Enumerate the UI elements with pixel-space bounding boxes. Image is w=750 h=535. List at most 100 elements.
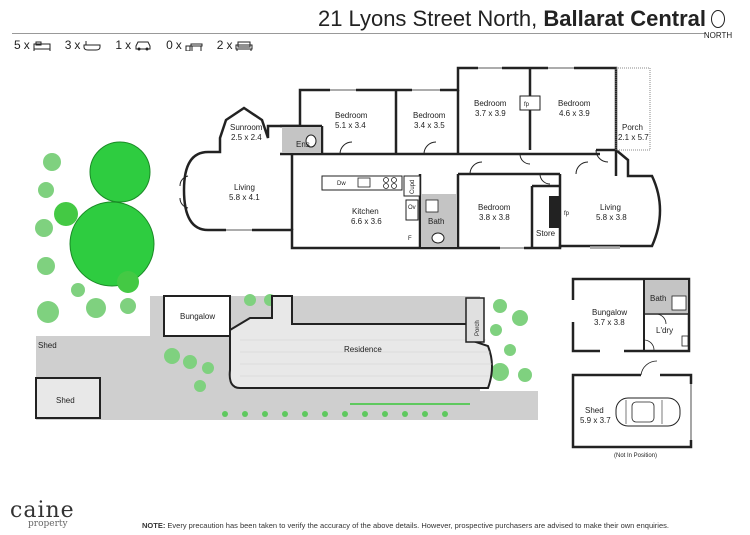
not-in-position-note: (Not In Position) bbox=[614, 453, 657, 459]
shrub bbox=[490, 324, 502, 336]
room-kitchen-size: 6.6 x 3.6 bbox=[351, 217, 382, 226]
room-bedroom3-size: 3.7 x 3.9 bbox=[475, 109, 506, 118]
room-living-west-name: Living bbox=[234, 183, 255, 192]
bungalow-name: Bungalow bbox=[592, 308, 627, 317]
site-bungalow-label: Bungalow bbox=[180, 312, 215, 321]
fireplace-label: fp bbox=[524, 102, 530, 108]
room-sunroom-size: 2.5 x 2.4 bbox=[231, 133, 262, 142]
porch-outline bbox=[615, 67, 651, 151]
fridge-label: F bbox=[408, 236, 412, 242]
sink-icon bbox=[357, 177, 371, 188]
bungalow-size: 3.7 x 3.8 bbox=[594, 318, 625, 327]
shrub bbox=[37, 257, 55, 275]
site-residence bbox=[228, 295, 493, 389]
study-desk-icon bbox=[185, 43, 203, 51]
room-bath-name: Bath bbox=[428, 217, 444, 226]
address-street: 21 Lyons Street North, bbox=[317, 6, 544, 31]
tree-large bbox=[89, 141, 151, 203]
shed-name: Shed bbox=[585, 406, 604, 415]
note-label: NOTE: bbox=[142, 521, 166, 530]
cooktop-icon bbox=[383, 177, 397, 189]
shrub bbox=[120, 298, 136, 314]
compass-icon bbox=[711, 10, 725, 28]
shrub bbox=[183, 355, 197, 369]
north-label: NORTH bbox=[703, 31, 733, 40]
shrub bbox=[164, 348, 180, 364]
shrub bbox=[202, 362, 214, 374]
room-living-east-size: 5.8 x 3.8 bbox=[596, 213, 627, 222]
room-bedroom3-name: Bedroom bbox=[474, 99, 507, 108]
car-icon bbox=[135, 41, 151, 50]
room-bedroom1-size: 5.1 x 3.4 bbox=[335, 121, 366, 130]
brand-logo: caine property bbox=[10, 498, 75, 529]
shrub bbox=[493, 299, 507, 313]
bungalow-laundry-name: L'dry bbox=[656, 326, 673, 335]
logo-sub: property bbox=[28, 519, 68, 529]
room-porch-name: Porch bbox=[622, 123, 643, 132]
room-kitchen-name: Kitchen bbox=[352, 207, 379, 216]
room-ensuite-name: Ens bbox=[296, 140, 310, 149]
living-sofa-icon bbox=[235, 41, 253, 51]
site-shed-large-label: Shed bbox=[56, 396, 75, 405]
bath-icon bbox=[83, 40, 101, 50]
header-rule bbox=[12, 33, 706, 34]
room-bedroom2-size: 3.4 x 3.5 bbox=[414, 121, 445, 130]
site-porch-label: Porch bbox=[475, 320, 481, 336]
room-bedroom2-name: Bedroom bbox=[413, 111, 446, 120]
tree-small bbox=[54, 202, 78, 226]
room-sunroom-name: Sunroom bbox=[230, 123, 263, 132]
site-shed-large bbox=[35, 377, 101, 419]
dishwasher-label: Dw bbox=[337, 181, 346, 187]
room-store-name: Store bbox=[536, 229, 556, 238]
kitchen-bench bbox=[321, 175, 403, 191]
site-bungalow bbox=[163, 295, 231, 337]
shrub bbox=[512, 310, 528, 326]
cupboard bbox=[403, 175, 421, 197]
fireplace-label: fp bbox=[564, 211, 570, 217]
shrub bbox=[194, 380, 206, 392]
shed-size: 5.9 x 3.7 bbox=[580, 416, 611, 425]
shrub bbox=[504, 344, 516, 356]
tree-large bbox=[69, 201, 155, 287]
note-text: Every precaution has been taken to verif… bbox=[165, 521, 669, 530]
room-bedroom4-name: Bedroom bbox=[558, 99, 591, 108]
fireplace-icon bbox=[519, 95, 541, 111]
shrub bbox=[518, 368, 532, 382]
room-bedroom5-size: 3.8 x 3.8 bbox=[479, 213, 510, 222]
bungalow-plan: Bungalow 3.7 x 3.8 Bath L'dry bbox=[571, 277, 691, 353]
site-plan: Bungalow Residence Porch Shed Shed bbox=[30, 141, 538, 420]
window-lines bbox=[226, 67, 620, 249]
house-walls bbox=[182, 66, 662, 250]
room-bedroom5-name: Bedroom bbox=[478, 203, 511, 212]
shed-plan: Shed 5.9 x 3.7 (Not In Position) bbox=[571, 360, 693, 459]
tree-small bbox=[117, 271, 139, 293]
oven bbox=[405, 199, 419, 221]
bed-icon bbox=[33, 41, 51, 51]
address-suburb: Ballarat Central bbox=[543, 6, 706, 31]
shrub bbox=[86, 298, 106, 318]
logo-main: caine bbox=[10, 498, 75, 523]
shrub bbox=[491, 363, 509, 381]
shrub bbox=[37, 301, 59, 323]
property-address: 21 Lyons Street North, Ballarat Central bbox=[318, 6, 706, 32]
room-living-east-name: Living bbox=[600, 203, 621, 212]
cupboard-label: Cupd bbox=[410, 180, 416, 194]
toilet-icon bbox=[431, 232, 445, 244]
doors bbox=[179, 141, 609, 209]
site-residence-label: Residence bbox=[344, 345, 382, 354]
bungalow-bath-name: Bath bbox=[650, 294, 666, 303]
room-bedroom4-size: 4.6 x 3.9 bbox=[559, 109, 590, 118]
shower-icon bbox=[671, 295, 687, 311]
fireplace-icon bbox=[549, 196, 559, 228]
north-indicator: NORTH bbox=[698, 10, 738, 40]
site-porch bbox=[465, 297, 485, 343]
shrub bbox=[71, 283, 85, 297]
room-bedroom1-name: Bedroom bbox=[335, 111, 368, 120]
oven-label: Ov bbox=[408, 205, 416, 211]
shrub bbox=[244, 294, 256, 306]
